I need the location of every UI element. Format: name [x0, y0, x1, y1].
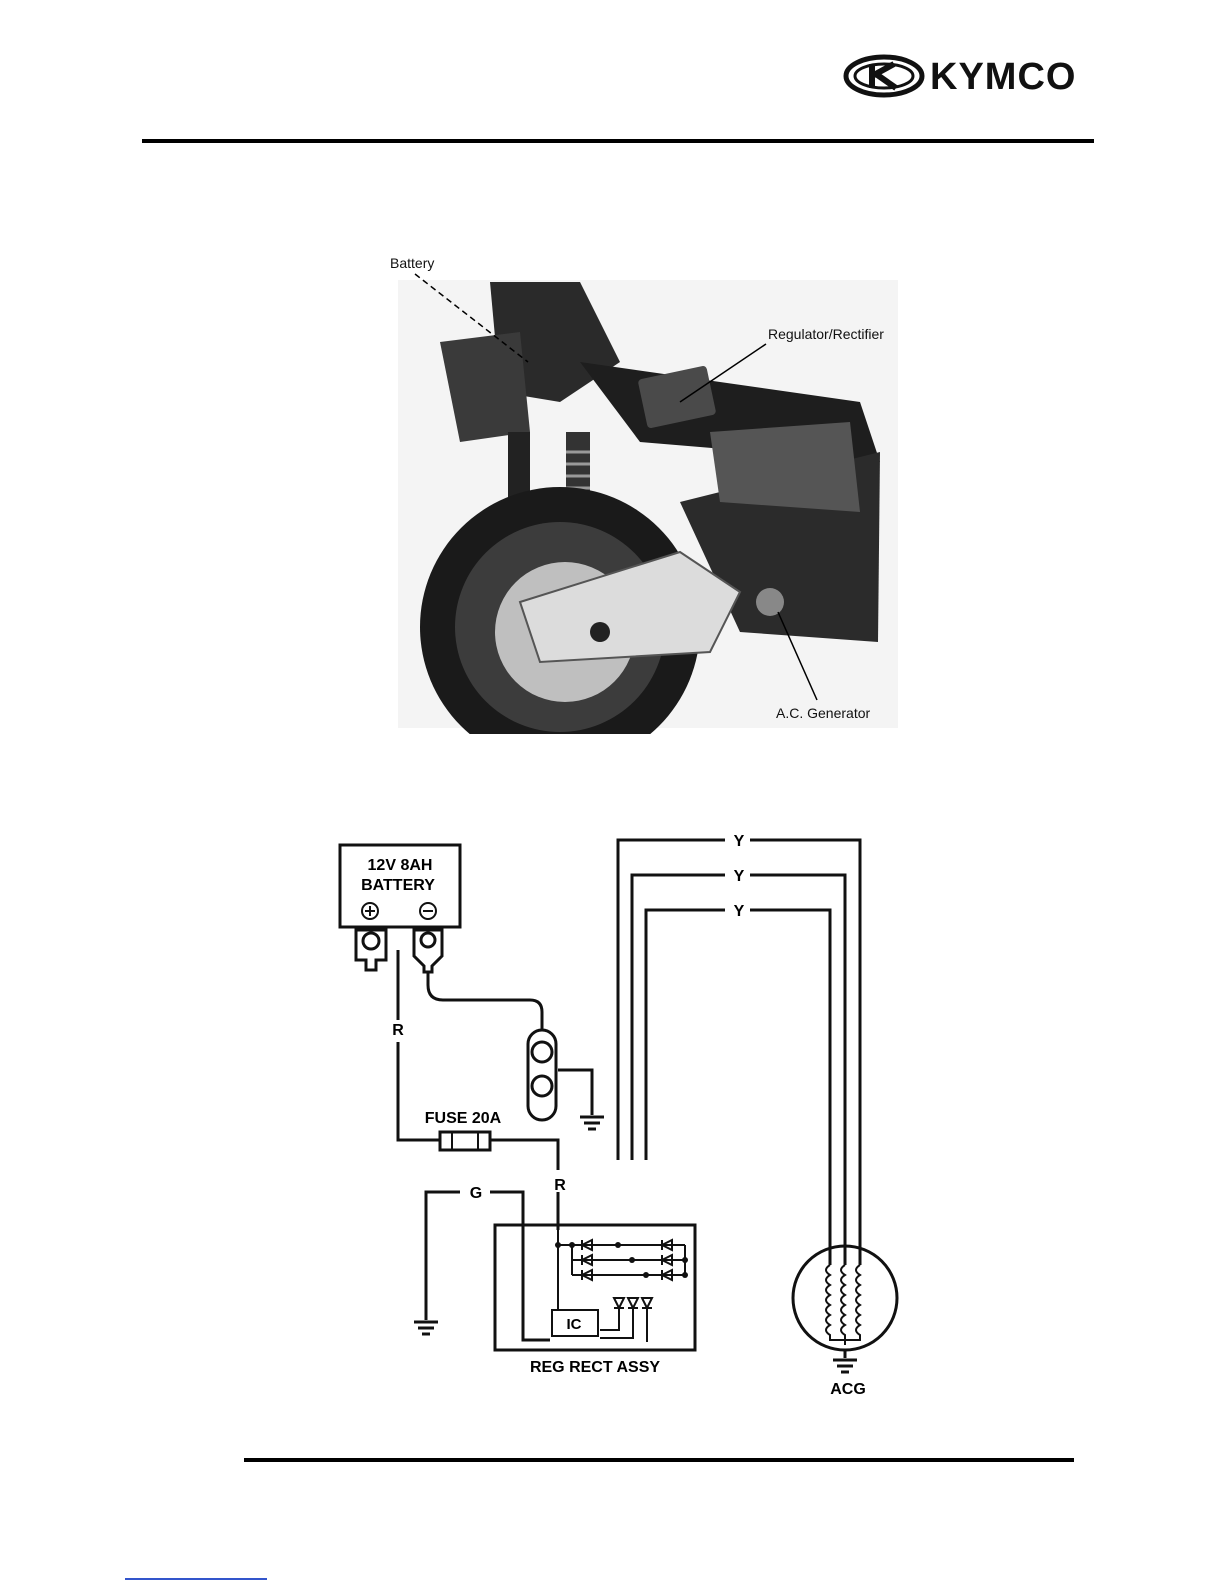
- acg-label: ACG: [830, 1381, 866, 1398]
- wire-y1-label: Y: [734, 833, 745, 850]
- footer-rule: [244, 1458, 1074, 1462]
- chassis-photo: [380, 252, 910, 734]
- regulator-callout: Regulator/Rectifier: [768, 326, 884, 342]
- battery-label: BATTERY: [361, 877, 435, 894]
- wire-g-label: G: [470, 1185, 482, 1202]
- wire-r-label-top: R: [392, 1022, 404, 1039]
- fuse-label: FUSE 20A: [425, 1110, 502, 1127]
- reg-rect-label: REG RECT ASSY: [530, 1359, 660, 1376]
- footer-link-underline: [125, 1578, 267, 1580]
- charging-wiring-diagram: 12V 8AH BATTERY R FUSE 20A R G Y Y Y IC …: [330, 820, 920, 1410]
- generator-callout: A.C. Generator: [776, 705, 870, 721]
- wire-r-label-bottom: R: [554, 1177, 566, 1194]
- wire-y2-label: Y: [734, 868, 745, 885]
- ic-label: IC: [567, 1316, 582, 1333]
- brand-name: KYMCO: [930, 56, 1076, 99]
- wire-y3-label: Y: [734, 903, 745, 920]
- battery-callout: Battery: [390, 255, 434, 271]
- header-rule: [142, 139, 1094, 143]
- battery-rating-label: 12V 8AH: [368, 857, 433, 874]
- fuse: [440, 1132, 490, 1150]
